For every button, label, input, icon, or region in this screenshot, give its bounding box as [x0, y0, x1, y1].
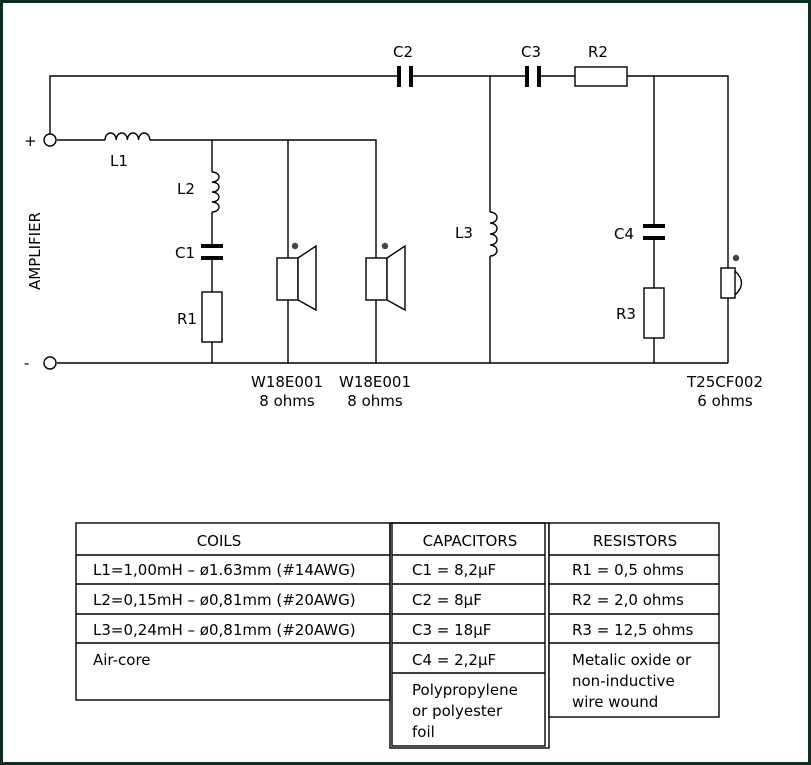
r1-label: R1 — [177, 310, 197, 328]
wires — [49, 75, 729, 364]
amplifier-label: AMPLIFIER — [26, 212, 44, 290]
tweeter-model: T25CF002 — [686, 373, 763, 391]
res-row-r3: R3 = 12,5 ohms — [572, 621, 694, 639]
c4-label: C4 — [614, 225, 634, 243]
terminal-plus — [43, 133, 57, 147]
driver-2-model: W18E001 — [339, 373, 411, 391]
cap-note-1: Polypropylene — [412, 681, 518, 699]
resistor-r1 — [201, 291, 223, 343]
terminal-minus — [43, 356, 57, 370]
res-row-r2: R2 = 2,0 ohms — [572, 591, 684, 609]
inductor-l3 — [489, 211, 498, 257]
parts-table: COILS L1=1,00mH – ø1.63mm (#14AWG) L2=0,… — [75, 522, 720, 749]
c2-label: C2 — [393, 43, 413, 61]
coil-row-l1: L1=1,00mH – ø1.63mm (#14AWG) — [93, 561, 356, 579]
coils-header: COILS — [197, 532, 242, 550]
inductor-l1 — [104, 132, 151, 141]
capacitor-c4 — [643, 224, 665, 240]
tweeter-impedance: 6 ohms — [697, 392, 753, 410]
cap-note-3: foil — [412, 723, 435, 741]
coils-block — [75, 522, 391, 701]
res-row-r1: R1 = 0,5 ohms — [572, 561, 684, 579]
res-note-2: non-inductive — [572, 672, 675, 690]
cap-note-2: or polyester — [412, 702, 503, 720]
cap-row-c1: C1 = 8,2µF — [412, 561, 496, 579]
capacitors-header: CAPACITORS — [423, 532, 518, 550]
resistor-r2 — [574, 66, 628, 87]
r2-label: R2 — [588, 43, 608, 61]
c1-label: C1 — [175, 244, 195, 262]
l3-label: L3 — [455, 224, 473, 242]
capacitor-c1 — [201, 244, 223, 260]
cap-row-c4: C4 = 2,2µF — [412, 651, 496, 669]
woofer-2-symbol — [365, 242, 406, 312]
driver-1-model: W18E001 — [251, 373, 323, 391]
terminal-minus-label: - — [24, 354, 29, 372]
resistor-r3 — [643, 287, 665, 339]
driver-1-impedance: 8 ohms — [259, 392, 315, 410]
coil-row-l3: L3=0,24mH – ø0,81mm (#20AWG) — [93, 621, 356, 639]
res-note-3: wire wound — [572, 693, 658, 711]
c3-label: C3 — [521, 43, 541, 61]
inductor-l2 — [211, 171, 220, 213]
res-note-1: Metalic oxide or — [572, 651, 692, 669]
coils-note: Air-core — [93, 651, 151, 669]
coil-row-l2: L2=0,15mH – ø0,81mm (#20AWG) — [93, 591, 356, 609]
capacitors-block — [391, 522, 546, 747]
cap-row-c2: C2 = 8µF — [412, 591, 482, 609]
l2-label: L2 — [177, 180, 195, 198]
terminal-plus-label: + — [24, 132, 37, 150]
driver-2-impedance: 8 ohms — [347, 392, 403, 410]
resistors-header: RESISTORS — [593, 532, 677, 550]
cap-row-c3: C3 = 18µF — [412, 621, 491, 639]
tweeter-symbol — [720, 254, 743, 299]
l1-label: L1 — [110, 152, 128, 170]
woofer-1-symbol — [276, 242, 317, 312]
capacitor-c2 — [397, 66, 413, 87]
capacitor-c3 — [525, 66, 541, 87]
r3-label: R3 — [616, 305, 636, 323]
